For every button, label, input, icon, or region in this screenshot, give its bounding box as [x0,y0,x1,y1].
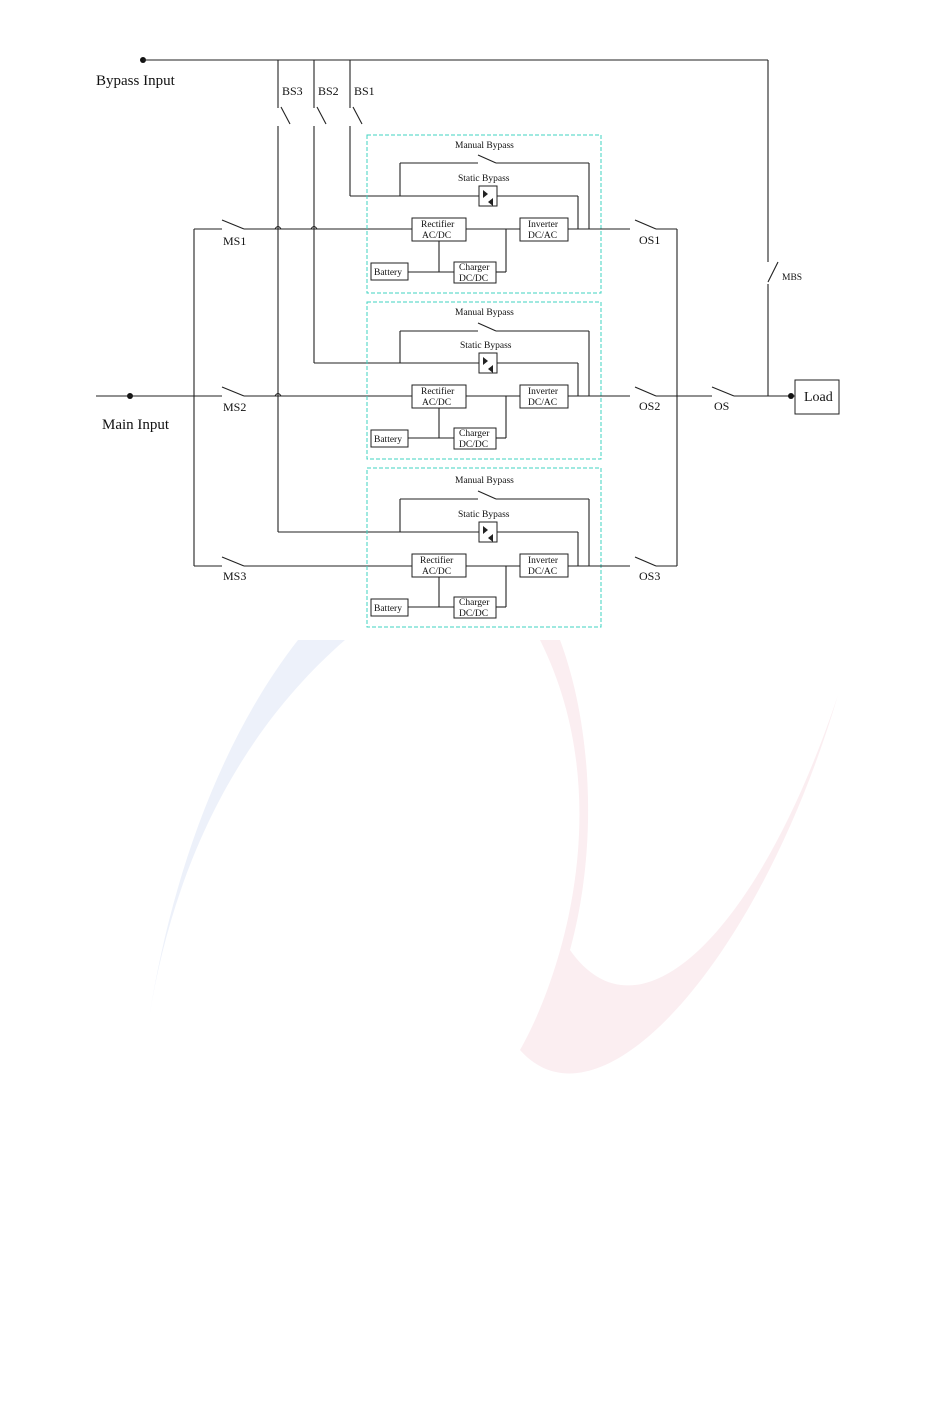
module2-manual-bypass: Manual Bypass [455,308,514,318]
module3-charger-2: DC/DC [459,609,488,619]
module2-static-bypass: Static Bypass [460,341,512,351]
ups-module-1: Manual Bypass Static Bypass Rectifier AC… [366,134,630,294]
ups-module-3: Manual Bypass Static Bypass Rectifier AC… [366,467,630,628]
mbs-label: MBS [782,273,802,283]
module1-charger-2: DC/DC [459,274,488,284]
main-bus [96,228,222,567]
module1-rectifier-1: Rectifier [421,219,455,230]
bypass-drops [277,60,479,533]
os3-label: OS3 [639,569,660,583]
ms3-label: MS3 [223,569,246,583]
bs1-label: BS1 [354,84,375,98]
module2-rectifier-1: Rectifier [421,386,455,397]
ups-module-2: Manual Bypass Static Bypass Rectifier AC… [366,301,630,460]
ms2-label: MS2 [223,400,246,414]
os2-label: OS2 [639,399,660,413]
module3-battery: Battery [374,604,402,614]
bs2-label: BS2 [318,84,339,98]
watermark-logo [148,640,838,1074]
watermark-left-stroke [148,640,345,1025]
module3-manual-bypass: Manual Bypass [455,476,514,486]
module1-inverter-2: DC/AC [528,231,557,241]
module2-inverter-2: DC/AC [528,398,557,408]
os1-label: OS1 [639,233,660,247]
module3-inverter-2: DC/AC [528,567,557,577]
os-switches [634,219,795,567]
module1-manual-bypass: Manual Bypass [455,141,514,151]
module3-charger-1: Charger [459,598,490,608]
module3-static-bypass: Static Bypass [458,510,510,520]
bypass-bus [140,57,769,396]
module2-battery: Battery [374,435,402,445]
bs3-label: BS3 [282,84,303,98]
module1-inverter-1: Inverter [528,220,559,230]
ms-switches [221,219,412,567]
load-label: Load [804,390,833,405]
module2-inverter-1: Inverter [528,387,559,397]
module1-static-bypass: Static Bypass [458,174,510,184]
bypass-input-label: Bypass Input [96,73,176,89]
module3-rectifier-1: Rectifier [420,555,454,566]
module2-rectifier-2: AC/DC [422,398,451,408]
os-label: OS [714,399,729,413]
module3-rectifier-2: AC/DC [422,567,451,577]
module1-charger-1: Charger [459,263,490,273]
module1-battery: Battery [374,268,402,278]
module1-rectifier-2: AC/DC [422,231,451,241]
module3-inverter-1: Inverter [528,556,559,566]
load-box: Load [794,379,840,415]
module2-charger-2: DC/DC [459,440,488,450]
main-input-label: Main Input [102,417,170,433]
ms1-label: MS1 [223,234,246,248]
watermark-right-stroke [520,640,838,1074]
module2-charger-1: Charger [459,429,490,439]
